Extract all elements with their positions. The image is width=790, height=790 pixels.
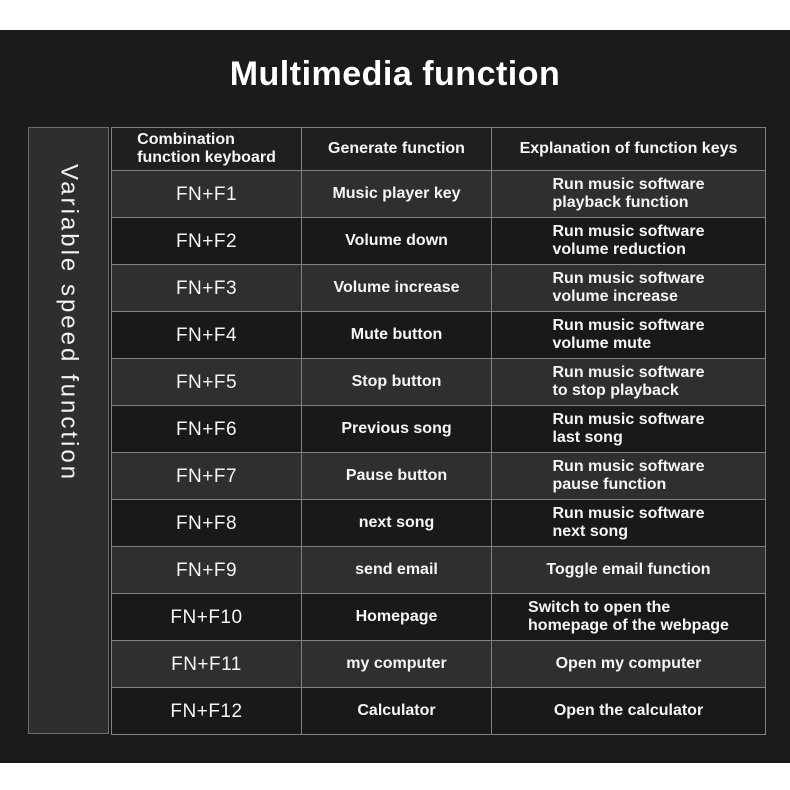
cell-function: Volume down	[301, 217, 492, 265]
header-generate-function: Generate function	[301, 127, 492, 171]
cell-key-label: FN+F3	[175, 277, 238, 299]
page-title: Multimedia function	[229, 55, 561, 93]
cell-function: Calculator	[301, 687, 492, 735]
cell-explanation-label: Run music software to stop playback	[552, 364, 705, 399]
cell-function: Volume increase	[301, 264, 492, 312]
cell-key-label: FN+F7	[175, 465, 238, 487]
table-row: FN+F9 send email Toggle email function	[111, 546, 766, 594]
cell-explanation-label: Toggle email function	[546, 561, 711, 578]
cell-explanation-label: Run music software volume increase	[552, 270, 705, 305]
table-row: FN+F12 Calculator Open the calculator	[111, 687, 766, 735]
cell-explanation-label: Run music software volume mute	[552, 317, 705, 352]
table-row: FN+F1 Music player key Run music software …	[111, 170, 766, 218]
cell-function-label: Volume increase	[333, 279, 460, 296]
cell-function-label: Stop button	[351, 373, 442, 390]
cell-key-label: FN+F10	[170, 606, 243, 628]
table-row: FN+F8 next song Run music software next so…	[111, 499, 766, 547]
function-key-table: Combination function keyboard Generate f…	[111, 127, 766, 735]
cell-key-label: FN+F4	[175, 324, 238, 346]
table-row: FN+F6 Previous song Run music software las…	[111, 405, 766, 453]
cell-key: FN+F9	[111, 546, 302, 594]
cell-key-label: FN+F9	[175, 559, 238, 581]
cell-explanation-label: Run music software playback function	[552, 176, 705, 211]
cell-explanation: Run music software volume increase	[491, 264, 766, 312]
table-row: FN+F11 my computer Open my computer	[111, 640, 766, 688]
cell-function-label: Volume down	[345, 232, 448, 249]
cell-key-label: FN+F8	[175, 512, 238, 534]
cell-function: Mute button	[301, 311, 492, 359]
cell-function-label: Previous song	[341, 420, 452, 437]
cell-key: FN+F4	[111, 311, 302, 359]
header-generate-function-label: Generate function	[328, 140, 465, 157]
cell-function-label: next song	[358, 514, 435, 531]
cell-explanation: Run music software playback function	[491, 170, 766, 218]
cell-explanation-label: Open the calculator	[553, 702, 704, 719]
table-header: Combination function keyboard Generate f…	[111, 127, 766, 171]
cell-explanation: Toggle email function	[491, 546, 766, 594]
cell-explanation: Open the calculator	[491, 687, 766, 735]
cell-key: FN+F2	[111, 217, 302, 265]
cell-key-label: FN+F12	[170, 700, 243, 722]
cell-key-label: FN+F6	[175, 418, 238, 440]
table-row: FN+F4 Mute button Run music software volum…	[111, 311, 766, 359]
table-row: FN+F3 Volume increase Run music software v…	[111, 264, 766, 312]
header-row: Combination function keyboard Generate f…	[111, 127, 766, 171]
cell-key: FN+F5	[111, 358, 302, 406]
cell-function: Pause button	[301, 452, 492, 500]
cell-function: next song	[301, 499, 492, 547]
cell-explanation: Open my computer	[491, 640, 766, 688]
cell-key-label: FN+F5	[175, 371, 238, 393]
cell-function: Previous song	[301, 405, 492, 453]
cell-function-label: Mute button	[350, 326, 443, 343]
cell-function-label: send email	[355, 561, 438, 578]
cell-explanation: Run music software to stop playback	[491, 358, 766, 406]
header-combination-label: Combination function keyboard	[137, 131, 276, 166]
table-row: FN+F2 Volume down Run music software volum…	[111, 217, 766, 265]
cell-explanation: Run music software volume reduction	[491, 217, 766, 265]
table-row: FN+F5 Stop button Run music software to st…	[111, 358, 766, 406]
cell-function-label: Calculator	[357, 702, 436, 719]
cell-function-label: Homepage	[355, 608, 438, 625]
cell-explanation-label: Run music software last song	[552, 411, 705, 446]
header-explanation-label: Explanation of function keys	[519, 140, 738, 157]
cell-explanation-label: Run music software next song	[552, 505, 705, 540]
cell-function: Music player key	[301, 170, 492, 218]
cell-explanation: Run music software volume mute	[491, 311, 766, 359]
cell-explanation: Run music software next song	[491, 499, 766, 547]
cell-explanation: Run music software last song	[491, 405, 766, 453]
header-combination: Combination function keyboard	[111, 127, 302, 171]
cell-explanation: Run music software pause function	[491, 452, 766, 500]
cell-function: Homepage	[301, 593, 492, 641]
cell-key: FN+F7	[111, 452, 302, 500]
cell-key: FN+F12	[111, 687, 302, 735]
cell-key-label: FN+F1	[175, 183, 238, 205]
cell-key: FN+F8	[111, 499, 302, 547]
cell-explanation-label: Open my computer	[555, 655, 702, 672]
table-row: FN+F10 Homepage Switch to open the homepag…	[111, 593, 766, 641]
cell-key-label: FN+F11	[171, 653, 242, 675]
cell-key-label: FN+F2	[175, 230, 238, 252]
cell-explanation-label: Switch to open the homepage of the webpa…	[528, 599, 729, 634]
cell-explanation-label: Run music software volume reduction	[552, 223, 705, 258]
table-row: FN+F7 Pause button Run music software paus…	[111, 452, 766, 500]
cell-function-label: my computer	[346, 655, 447, 672]
cell-function: send email	[301, 546, 492, 594]
cell-key: FN+F10	[111, 593, 302, 641]
cell-key: FN+F1	[111, 170, 302, 218]
cell-function: Stop button	[301, 358, 492, 406]
sidebar: Variable speed function	[28, 127, 109, 734]
dark-background: Multimedia function Variable speed funct…	[0, 30, 790, 763]
cell-function: my computer	[301, 640, 492, 688]
cell-key: FN+F3	[111, 264, 302, 312]
sidebar-vertical-label: Variable speed function	[55, 164, 83, 483]
cell-explanation-label: Run music software pause function	[552, 458, 705, 493]
cell-key: FN+F6	[111, 405, 302, 453]
cell-key: FN+F11	[111, 640, 302, 688]
cell-explanation: Switch to open the homepage of the webpa…	[491, 593, 766, 641]
cell-function-label: Pause button	[345, 467, 448, 484]
header-explanation: Explanation of function keys	[491, 127, 766, 171]
cell-function-label: Music player key	[332, 185, 461, 202]
